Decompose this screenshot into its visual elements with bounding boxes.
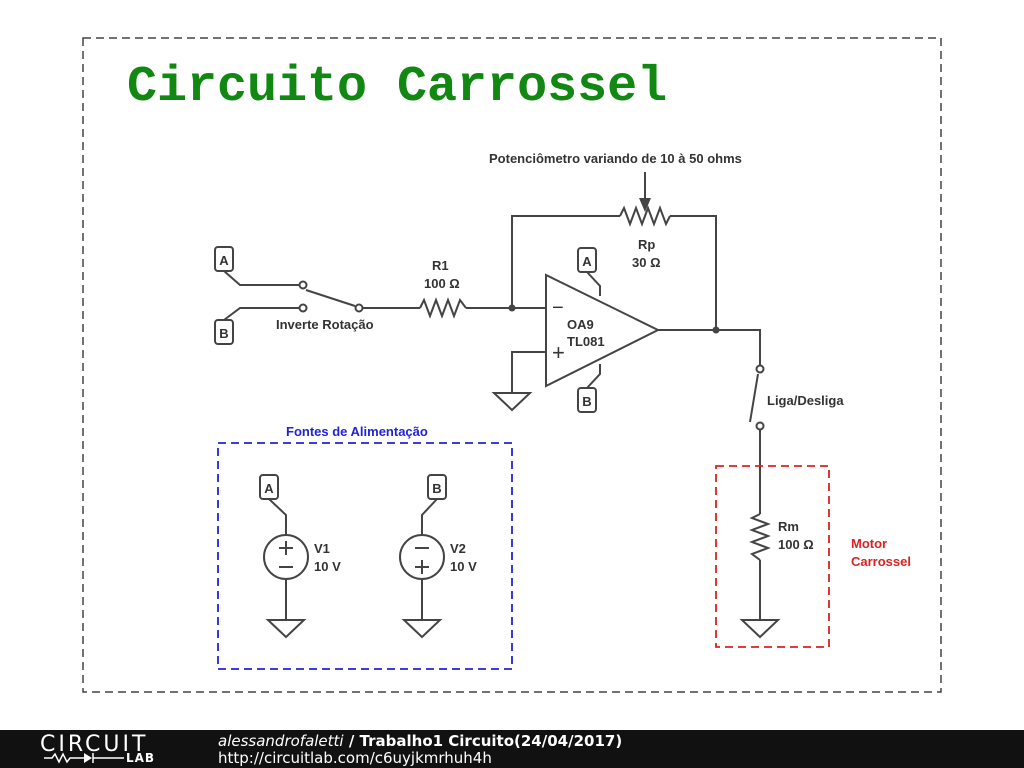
svg-text:B: B <box>582 394 591 409</box>
footer-project-title[interactable]: Trabalho1 Circuito(24/04/2017) <box>359 732 623 750</box>
opamp-noninverting-sign: + <box>552 340 565 365</box>
resistor-rp-value: 30 Ω <box>632 255 661 270</box>
voltage-source-v2-name: V2 <box>450 541 466 556</box>
ground-symbol-opamp <box>491 392 533 412</box>
wire-feedback-right <box>670 215 717 330</box>
resistor-rm-name: Rm <box>778 519 799 534</box>
opamp-name: OA9 <box>567 317 594 332</box>
switch-power <box>749 364 765 431</box>
svg-text:A: A <box>582 254 592 269</box>
wire-v2-top <box>421 498 438 536</box>
footer-project-line: alessandrofaletti / Trabalho1 Circuito(2… <box>218 732 622 750</box>
wire-tag-a-to-switch <box>223 270 300 286</box>
voltage-source-v1 <box>263 534 309 580</box>
wire-opamp-output <box>658 329 761 365</box>
resistor-rp-name: Rp <box>638 237 655 252</box>
wire-tag-b-to-switch <box>223 307 300 321</box>
resistor-r1 <box>419 297 467 319</box>
voltage-source-v2 <box>399 534 445 580</box>
junction-output-node <box>712 326 720 334</box>
opamp-inverting-sign: − <box>552 297 564 319</box>
wire-v1-top <box>268 498 287 536</box>
footer-bar: CIRCUIT LAB alessandrofaletti / Trabalho… <box>0 730 1024 768</box>
voltage-source-v1-name: V1 <box>314 541 330 556</box>
tag-b-switch-input: B <box>214 319 234 345</box>
resistor-r1-value: 100 Ω <box>424 276 460 291</box>
opamp-model: TL081 <box>567 334 605 349</box>
tag-a-opamp-supply: A <box>577 247 597 273</box>
potentiometer-note: Potenciômetro variando de 10 à 50 ohms <box>489 151 742 166</box>
switch-rotation <box>298 280 364 313</box>
circuitlab-logo-top[interactable]: CIRCUIT <box>40 732 149 757</box>
resistor-r1-name: R1 <box>432 258 449 273</box>
resistor-rp <box>619 205 671 227</box>
tag-a-switch-input: A <box>214 246 234 272</box>
motor-group-box <box>715 465 830 648</box>
tag-a-v1: A <box>259 474 279 500</box>
voltage-source-v2-value: 10 V <box>450 559 477 574</box>
wire-opamp-supply-b <box>586 364 601 389</box>
wire-opamp-supply-a <box>586 271 601 296</box>
supplies-group-box <box>217 442 513 670</box>
ground-symbol-motor <box>739 619 781 639</box>
switch-rotation-label: Inverte Rotação <box>276 317 374 332</box>
resistor-rm <box>749 513 771 561</box>
tag-b-v2: B <box>427 474 447 500</box>
switch-power-label: Liga/Desliga <box>767 393 844 408</box>
circuitlab-logo-bottom: LAB <box>126 751 156 765</box>
svg-text:B: B <box>432 481 441 496</box>
ground-symbol-v1 <box>265 619 307 639</box>
svg-text:B: B <box>219 326 228 341</box>
resistor-rm-value: 100 Ω <box>778 537 814 552</box>
potentiometer-arrow-head <box>639 198 651 212</box>
wire-feedback-left <box>511 215 620 308</box>
wire-noninverting-to-ground <box>511 351 546 393</box>
footer-separator: / <box>343 732 360 750</box>
circuitlab-logo-wave-icon <box>44 752 124 764</box>
footer-author[interactable]: alessandrofaletti <box>218 732 344 750</box>
svg-text:A: A <box>219 253 229 268</box>
motor-group-label-line2: Carrossel <box>851 554 911 569</box>
schematic-frame <box>82 37 942 693</box>
voltage-source-v1-value: 10 V <box>314 559 341 574</box>
supplies-group-label: Fontes de Alimentação <box>286 424 428 439</box>
motor-group-label-line1: Motor <box>851 536 887 551</box>
svg-text:A: A <box>264 481 274 496</box>
schematic-title: Circuito Carrossel <box>127 59 667 116</box>
footer-url[interactable]: http://circuitlab.com/c6uyjkmrhuh4h <box>218 749 492 767</box>
opamp-oa9 <box>545 273 661 388</box>
ground-symbol-v2 <box>401 619 443 639</box>
tag-b-opamp-supply: B <box>577 387 597 413</box>
